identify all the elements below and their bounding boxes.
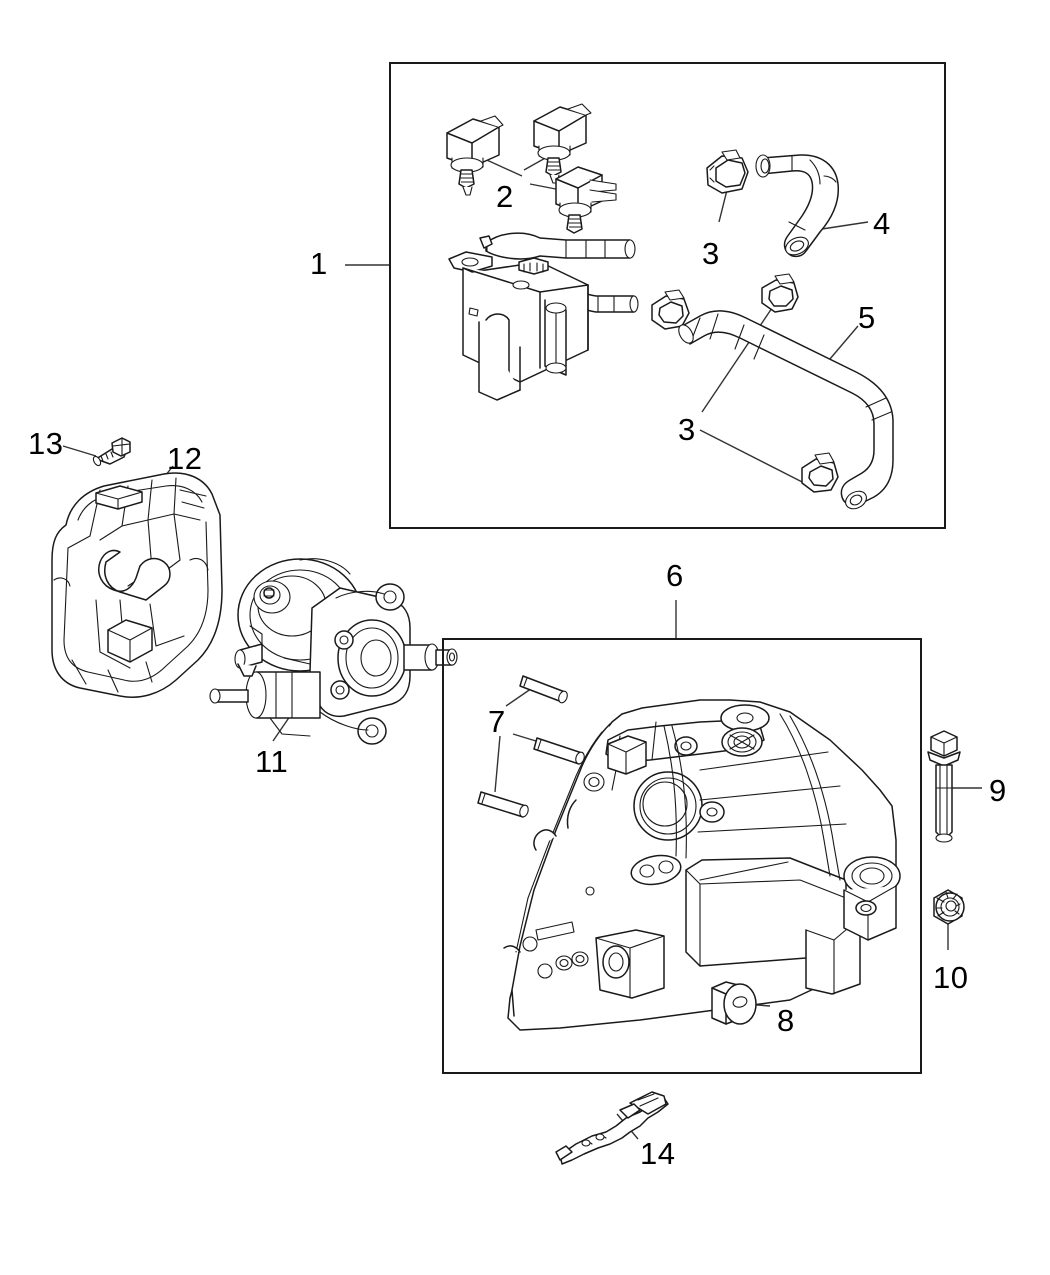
callout-11: 11 <box>255 744 289 779</box>
oil-gallery-plug <box>711 981 757 1025</box>
callout-3: 3 <box>702 236 720 271</box>
dowel-pin-1 <box>519 675 568 704</box>
hose-clamp-c <box>651 289 690 330</box>
callout-13: 13 <box>28 426 64 461</box>
retainer-clip-2 <box>533 103 592 184</box>
callout-7: 7 <box>488 704 506 739</box>
leader-3b <box>699 429 813 488</box>
dowel-pin-2 <box>533 737 585 765</box>
leader-3c <box>701 304 775 413</box>
callout-8: 8 <box>777 1003 795 1038</box>
vacuum-pump-bracket <box>448 232 639 401</box>
retainer-clip-1 <box>446 115 504 196</box>
heat-shield <box>51 472 223 698</box>
callout-4: 4 <box>873 206 891 241</box>
callout-2: 2 <box>496 179 514 214</box>
dowel-pin-3 <box>477 791 529 818</box>
vacuum-hose-elbow <box>755 154 840 258</box>
shield-mounting-bolt <box>92 437 131 467</box>
hose-clamp-a <box>706 149 749 194</box>
callout-1: 1 <box>310 246 328 281</box>
group-box-1 <box>389 62 946 529</box>
leader-4 <box>821 221 869 230</box>
wiring-harness-bracket <box>555 1091 669 1165</box>
callout-6: 6 <box>666 558 684 593</box>
vacuum-pump <box>209 558 458 745</box>
callout-10: 10 <box>933 960 969 995</box>
flange-nut <box>933 889 965 925</box>
callout-14: 14 <box>640 1136 676 1171</box>
vacuum-hose-long <box>678 310 894 510</box>
leader-13 <box>62 445 97 457</box>
retainer-clip-3 <box>555 166 617 234</box>
callout-12: 12 <box>167 441 203 476</box>
leader-7c <box>494 735 501 793</box>
callout-5: 5 <box>858 300 876 335</box>
group-box-6 <box>442 638 922 1074</box>
hose-clamp-d <box>801 452 839 493</box>
hex-flange-bolt <box>927 730 961 843</box>
hose-clamp-b <box>761 273 799 313</box>
callout-3-lower: 3 <box>678 412 696 447</box>
timing-gear-cover <box>503 699 901 1031</box>
callout-9: 9 <box>989 773 1007 808</box>
